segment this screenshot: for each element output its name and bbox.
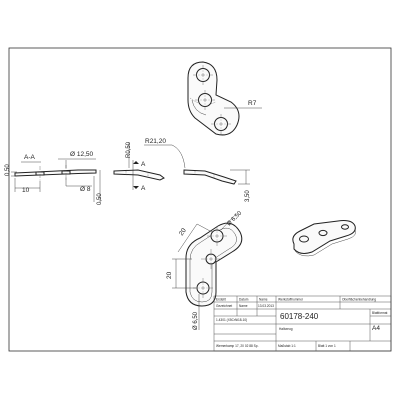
tb-header-surface: Oberflächenbehandlung bbox=[342, 298, 376, 302]
dim-h20: 20 bbox=[166, 271, 173, 279]
top-view: R7 bbox=[187, 61, 262, 136]
tb-part-number: 60178-240 bbox=[280, 312, 319, 321]
section-view-outline bbox=[14, 169, 97, 177]
isometric-view bbox=[292, 220, 356, 257]
dim-h350: 3,50 bbox=[245, 190, 251, 202]
dim-w20: 20 bbox=[178, 227, 188, 237]
section-label: A-A bbox=[24, 154, 36, 161]
dim-r21: R21,20 bbox=[145, 138, 166, 145]
tb-material: 1.4301 (X5CrNi18-10) bbox=[216, 318, 247, 322]
section-arrow-top: A bbox=[141, 161, 146, 168]
tb-format: A4 bbox=[372, 325, 380, 332]
tb-drawn-label: Gezeichnet bbox=[216, 304, 232, 308]
dim-h050-left: 0,50 bbox=[5, 164, 11, 176]
tb-project: Wernerkamp 17, 20 02 88 Sp. bbox=[216, 344, 259, 348]
iso-hole-2 bbox=[318, 229, 328, 237]
tb-sheet-count: Blatt 1 von 1 bbox=[318, 344, 336, 348]
tb-drawn-name: Name bbox=[239, 304, 248, 308]
tb-header-material-no: Werkstoffnummer bbox=[278, 298, 304, 302]
title-block: Erstellt Datum Name Werkstoffnummer Ober… bbox=[213, 295, 392, 352]
dim-h050-bottom: 0,50 bbox=[97, 193, 103, 205]
side-view: 3,50 bbox=[183, 169, 251, 202]
section-view: A-A 0,50 Ø 12,50 Ø 8 10 0,50 bbox=[5, 151, 103, 205]
iso-hole-1 bbox=[299, 235, 309, 243]
isometric-outline bbox=[292, 220, 356, 254]
flat-pattern-view: 20 Ø 6,50 20 Ø 6,50 bbox=[166, 210, 244, 330]
tb-header-created: Erstellt bbox=[216, 298, 226, 302]
iso-hole-3 bbox=[341, 224, 349, 230]
front-view: A A R0,50 R21,20 bbox=[113, 138, 186, 192]
top-view-bend-line bbox=[189, 97, 217, 105]
dim-d650-top: Ø 6,50 bbox=[226, 210, 243, 227]
tb-header-name: Name bbox=[259, 298, 268, 302]
tb-drawn-date: 13.03.2013 bbox=[258, 304, 274, 308]
tb-sheet-title: Halbzeug bbox=[279, 327, 293, 331]
front-view-outline bbox=[113, 169, 165, 181]
dim-w10: 10 bbox=[22, 187, 30, 194]
side-view-outline bbox=[183, 169, 237, 185]
dim-d650-bottom: Ø 6,50 bbox=[193, 311, 199, 330]
dim-d8: Ø 8 bbox=[80, 186, 91, 193]
tb-header-date: Datum bbox=[239, 298, 249, 302]
dim-r050: R0,50 bbox=[126, 141, 132, 158]
dim-r7: R7 bbox=[248, 100, 257, 107]
tb-scale: Maßstab 1:1 bbox=[278, 344, 296, 348]
dim-d1250: Ø 12,50 bbox=[70, 151, 94, 158]
drawing-frame bbox=[8, 47, 392, 352]
section-arrow-bottom: A bbox=[141, 185, 146, 192]
tb-format-label: Blattformat bbox=[372, 311, 388, 315]
